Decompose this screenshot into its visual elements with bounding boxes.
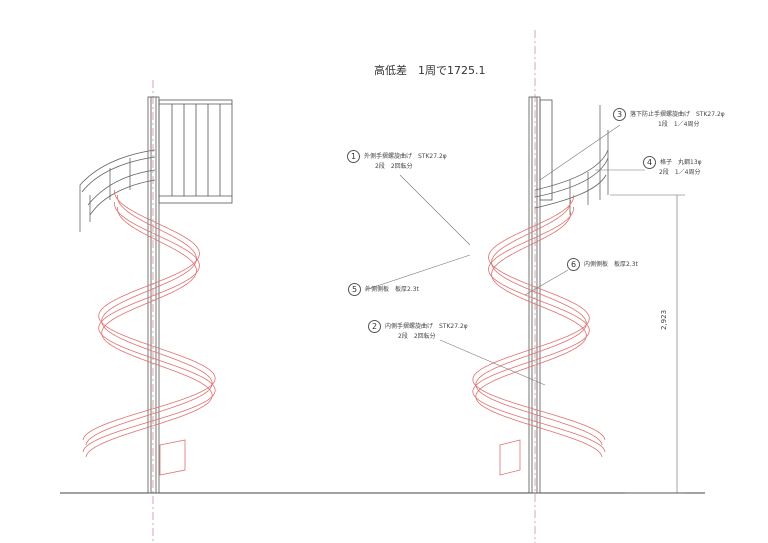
right-pole [528,96,553,494]
callout-text: 落下防止手摺螺旋曲げ STK27.2φ [630,111,725,118]
callout-number: 5 [348,283,361,296]
callout-text-2: 1段 1／4周分 [658,121,700,128]
leader-lines [364,124,645,386]
callout-4: 4 格子 丸鋼13φ 2段 1／4周分 [643,156,702,177]
callout-text-2: 2段 2回転分 [375,163,413,170]
right-handrail [534,105,609,215]
left-pole [147,96,160,494]
right-slide-spiral [472,194,606,441]
height-dimension-label: 2,923 [660,309,668,330]
callout-3: 3 落下防止手摺螺旋曲げ STK27.2φ 1段 1／4周分 [613,108,725,129]
left-slide-spiral [85,206,213,458]
callout-text-2: 2段 1／4周分 [659,169,701,176]
left-handrail [79,149,156,232]
callout-number: 6 [567,258,580,271]
callout-text: 格子 丸鋼13φ [660,159,702,166]
callout-2: 2 内側手摺螺旋曲げ STK27.2φ 2段 2回転分 [368,320,468,341]
left-slide-spiral [82,201,216,453]
top-platform-railing [158,99,233,204]
drawing-title: 高低差 1周で1725.1 [374,64,486,77]
callout-1: 1 外側手摺螺旋曲げ STK27.2φ 2段 2回転分 [347,150,447,171]
right-slide-spiral [472,206,606,453]
right-slide-spiral [475,211,603,458]
right-slide-exit [499,439,521,476]
callout-number: 1 [347,150,360,163]
callout-text: 内側側板 板厚2.3t [584,261,638,268]
callout-text: 内側手摺螺旋曲げ STK27.2φ [385,323,468,330]
callout-text: 外側側板 板厚2.3t [365,286,419,293]
callout-5: 5 外側側板 板厚2.3t [348,283,419,296]
left-slide-exit [159,439,186,476]
left-slide-spiral [85,194,213,446]
callout-number: 2 [368,320,381,333]
right-slide-spiral [475,199,603,446]
callout-text-2: 2段 2回転分 [398,333,436,340]
left-slide-spiral [82,189,216,441]
callout-text: 外側手摺螺旋曲げ STK27.2φ [364,153,447,160]
callout-number: 4 [643,156,656,169]
callout-6: 6 内側側板 板厚2.3t [567,258,638,271]
callout-number: 3 [613,108,626,121]
height-dimension-line [610,194,685,494]
